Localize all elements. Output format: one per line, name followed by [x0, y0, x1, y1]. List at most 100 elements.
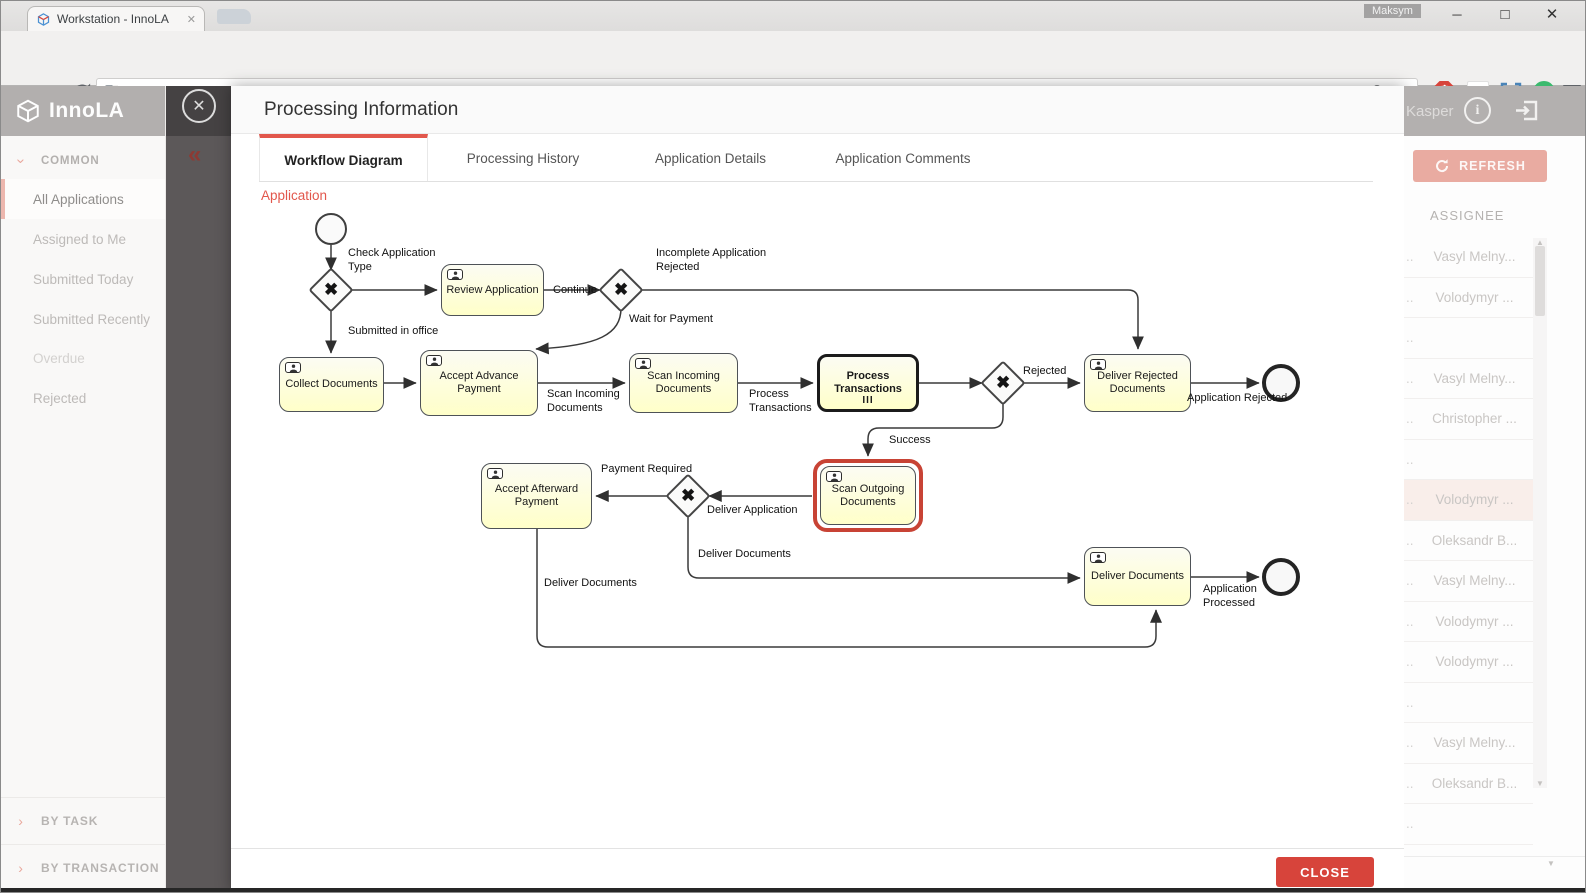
user-task-icon	[635, 358, 651, 369]
edge-gateway2-to-deliver-rejected	[639, 289, 1144, 350]
truncated-cell: ..	[1406, 816, 1414, 832]
sidebar-item-all-applications[interactable]: All Applications	[1, 179, 165, 219]
assignee-name: Christopher ...	[1432, 411, 1517, 427]
assignee-row[interactable]: ..Oleksandr B...	[1404, 764, 1533, 804]
tab-application-comments[interactable]: Application Comments	[835, 150, 971, 166]
scroll-up-icon[interactable]: ▲	[1536, 238, 1544, 247]
task-label: Scan Incoming Documents	[647, 370, 720, 395]
sidebar-section-common[interactable]: › COMMON	[1, 146, 165, 176]
collapse-panel-icon[interactable]: «	[188, 141, 202, 168]
task-collect-documents: Collect Documents	[279, 357, 384, 412]
assignee-row[interactable]: ..Vasyl Melny...	[1404, 359, 1533, 399]
assignee-row[interactable]: ..Vasyl Melny...	[1404, 561, 1533, 602]
sidebar-section-label: BY TASK	[41, 814, 99, 828]
task-label: Scan Outgoing Documents	[831, 482, 905, 508]
logout-icon[interactable]	[1514, 98, 1540, 123]
truncated-cell: ..	[1406, 249, 1414, 265]
edge-label-incomplete-application-rejected: Incomplete Application Rejected	[656, 247, 767, 273]
task-deliver-rejected-documents: Deliver Rejected Documents	[1084, 354, 1191, 412]
assignee-name: Oleksandr B...	[1431, 532, 1518, 548]
x-marker-icon: ✖	[323, 280, 339, 299]
sidebar-item-assigned-to-me[interactable]: Assigned to Me	[1, 219, 165, 259]
end-event-application-rejected	[1262, 364, 1300, 402]
task-process-transactions: Process Transactions III	[817, 354, 919, 412]
end-event-application-processed	[1262, 558, 1300, 596]
sidebar-item-label: Submitted Recently	[33, 311, 151, 327]
user-task-icon	[826, 471, 842, 482]
assignee-row[interactable]: ..Volodymyr ...	[1404, 278, 1533, 318]
sidebar-item-rejected[interactable]: Rejected	[1, 378, 165, 418]
chevron-down-icon: ›	[12, 158, 30, 164]
sidebar-item-label: Rejected	[33, 390, 87, 406]
tab-application-details[interactable]: Application Details	[654, 150, 767, 166]
edge-label-wait-for-payment: Wait for Payment	[629, 313, 713, 325]
x-marker-icon: ✖	[613, 280, 629, 299]
scroll-down-icon[interactable]: ▼	[1547, 859, 1555, 868]
assignee-row[interactable]: ..Volodymyr ...	[1404, 602, 1533, 642]
sidebar-item-overdue[interactable]: Overdue	[1, 338, 165, 378]
window-maximize-button[interactable]: □	[1500, 6, 1510, 23]
user-task-icon	[447, 269, 463, 280]
x-marker-icon: ✖	[680, 486, 696, 505]
window-close-button[interactable]: ✕	[1545, 6, 1559, 23]
edge-label-rejected: Rejected	[1023, 365, 1067, 377]
assignee-row[interactable]: ..Vasyl Melny...	[1404, 723, 1533, 764]
sidebar-section-label: COMMON	[41, 155, 100, 167]
tab-processing-history[interactable]: Processing History	[466, 150, 580, 166]
assignee-row-selected[interactable]: ..Volodymyr ...	[1404, 480, 1533, 521]
assignee-row[interactable]: ..	[1404, 318, 1533, 359]
edge-label-success: Success	[889, 434, 931, 446]
tab-close-icon[interactable]: ✕	[186, 13, 196, 26]
multi-instance-marker-icon: III	[862, 395, 874, 406]
refresh-button[interactable]: REFRESH	[1413, 150, 1547, 182]
window-minimize-button[interactable]: ─	[1452, 7, 1462, 22]
chevron-right-icon: ›	[18, 859, 24, 876]
sidebar-item-submitted-today[interactable]: Submitted Today	[1, 259, 165, 299]
chevron-right-icon: ›	[18, 813, 24, 829]
scrollbar-thumb[interactable]	[1535, 246, 1545, 316]
sidebar-section-by-transaction[interactable]: › BY TRANSACTION	[1, 844, 165, 891]
assignee-scrollbar[interactable]: ▲ ▼	[1533, 238, 1547, 788]
task-label: Deliver Rejected Documents	[1097, 370, 1178, 395]
assignee-name: Volodymyr ...	[1435, 613, 1514, 629]
user-task-icon	[1090, 552, 1106, 563]
modal-close-circle-icon[interactable]: ✕	[182, 89, 216, 123]
assignee-row[interactable]: ..	[1404, 804, 1533, 845]
sidebar-item-submitted-recently[interactable]: Submitted Recently	[1, 299, 165, 339]
assignee-row[interactable]: .. Oleksandr B...	[1404, 521, 1533, 561]
assignee-row[interactable]: ..Vasyl Melny...	[1404, 237, 1533, 278]
info-icon[interactable]: i	[1464, 97, 1491, 124]
modal-header: Processing Information	[231, 86, 1404, 134]
task-accept-afterward-payment: Accept Afterward Payment	[481, 463, 592, 529]
sidebar-section-label: BY TRANSACTION	[41, 860, 160, 875]
new-tab-button[interactable]	[217, 9, 251, 24]
window-bottom-edge	[1, 888, 1585, 892]
assignee-row[interactable]: ..Volodymyr ...	[1404, 642, 1533, 683]
tab-title: Workstation - InnoLA	[57, 12, 169, 26]
task-label: Accept Afterward Payment	[494, 483, 579, 508]
close-button[interactable]: CLOSE	[1276, 857, 1374, 887]
edge-label-application-processed: Application Processed	[1203, 583, 1257, 609]
assignee-row[interactable]: ..Christopher ...	[1404, 399, 1533, 440]
edge-label-check-application-type: Check Application Type	[348, 247, 436, 273]
assignee-row[interactable]: ..	[1404, 683, 1533, 723]
scroll-down-icon[interactable]: ▼	[1536, 779, 1544, 788]
truncated-cell: ..	[1406, 775, 1414, 791]
edge-label-payment-required: Payment Required	[601, 463, 693, 475]
assignee-row[interactable]: ..	[1404, 440, 1533, 480]
truncated-cell: ..	[1406, 289, 1414, 305]
task-label: Collect Documents	[285, 378, 378, 390]
assignee-list: ..Vasyl Melny... ..Volodymyr ... .. ..Va…	[1404, 237, 1533, 845]
modal-footer: CLOSE	[231, 848, 1404, 892]
truncated-cell: ..	[1406, 492, 1414, 508]
browser-tab[interactable]: Workstation - InnoLA ✕	[27, 6, 205, 31]
task-scan-outgoing-documents: Scan Outgoing Documents	[820, 466, 916, 525]
tab-workflow-diagram[interactable]: Workflow Diagram	[259, 134, 428, 182]
truncated-cell: ..	[1406, 532, 1414, 548]
header-user-name: Kasper	[1406, 102, 1454, 120]
sidebar-section-by-task[interactable]: › BY TASK	[1, 797, 165, 844]
edge-label-continue: Continue	[553, 284, 598, 296]
edge-label-deliver-documents-1: Deliver Documents	[698, 548, 791, 560]
right-panel: Kasper i REFRESH ASSIGNEE ..Vasyl Melny.…	[1404, 86, 1585, 892]
